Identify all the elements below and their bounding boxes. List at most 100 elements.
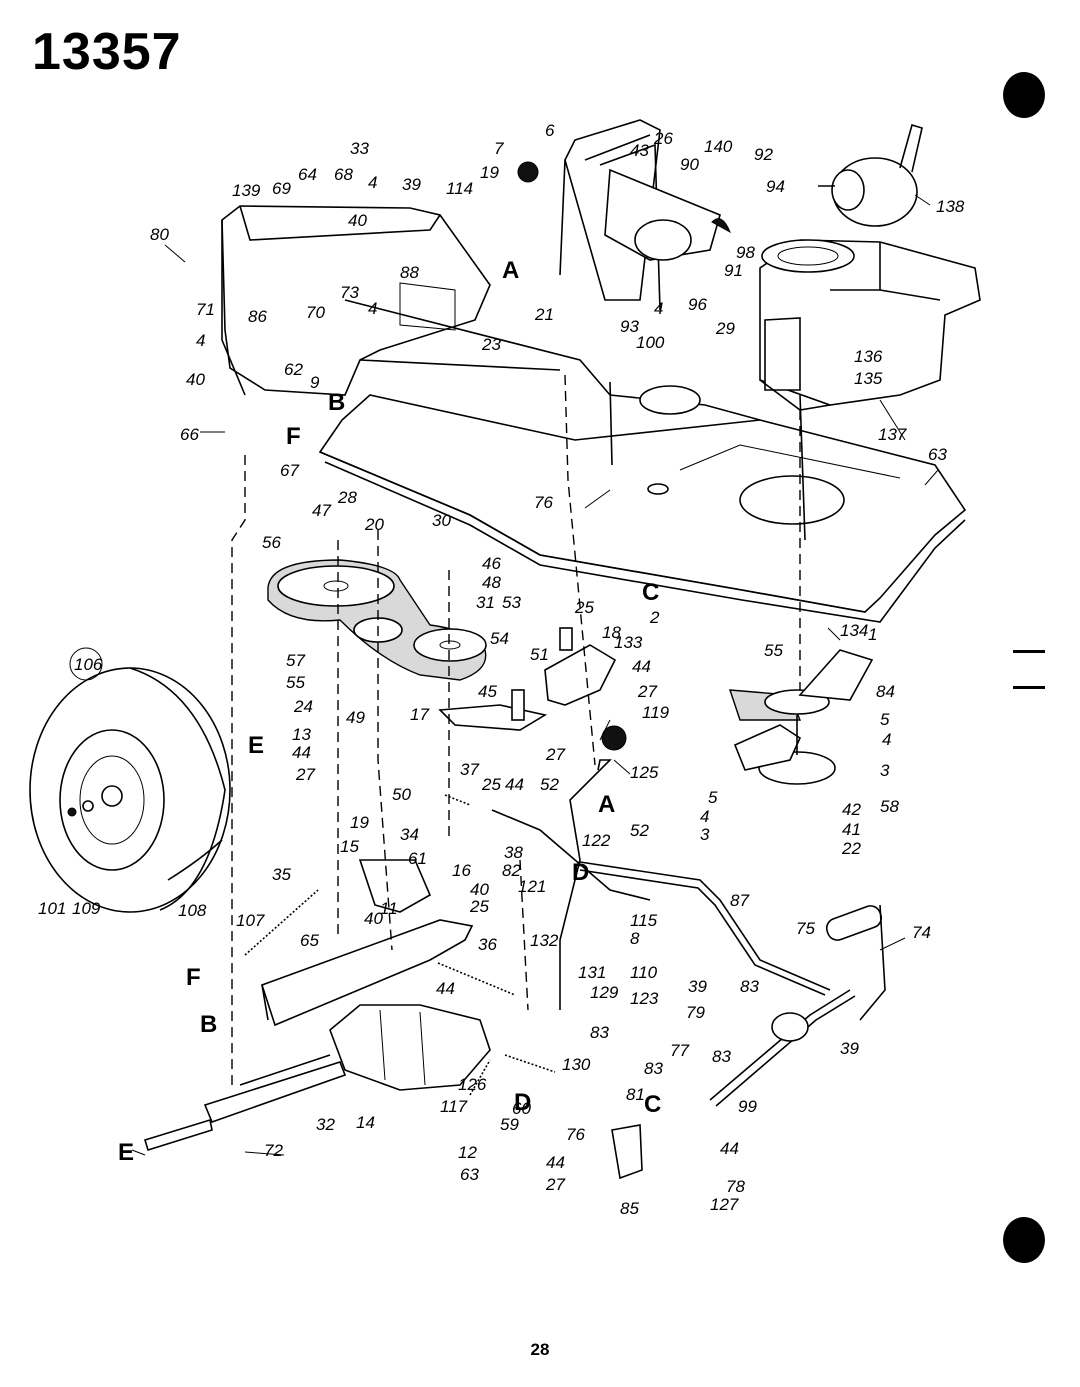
callout-110: 109: [72, 899, 101, 918]
callout-87: 86: [248, 307, 267, 326]
callout-53: 52: [630, 821, 649, 840]
callout-121: 119: [642, 703, 670, 722]
callout-73: 72: [264, 1141, 283, 1160]
idler-bracket: [438, 627, 617, 731]
callout-84: 83: [644, 1059, 663, 1078]
callout-4: 4: [368, 299, 377, 318]
callout-27: 26: [653, 129, 673, 148]
callout-25: 25: [469, 897, 489, 916]
callout-109: 108: [178, 901, 207, 920]
ref-letter-f: F: [286, 423, 301, 450]
callout-98: 96: [688, 295, 707, 314]
ref-letter-a: A: [502, 257, 519, 284]
callout-11: 11: [380, 899, 398, 918]
callout-55: 54: [490, 629, 509, 648]
callout-21: 21: [534, 305, 554, 324]
callout-88: 87: [730, 891, 749, 910]
callout-34: 33: [350, 139, 369, 158]
callout-86: 85: [620, 1199, 639, 1218]
callout-42: 41: [842, 820, 861, 839]
callout-40: 40: [364, 909, 383, 928]
callout-52: 51: [530, 645, 549, 664]
callout-129: 127: [710, 1195, 739, 1214]
callout-28: 27: [545, 745, 565, 764]
callout-51: 50: [392, 785, 411, 804]
clutch-pulley-assembly: [729, 649, 874, 785]
callout-43: 42: [842, 800, 861, 819]
callout-122: 121: [518, 877, 546, 896]
shift-knob: [601, 725, 627, 751]
callout-140: 139: [232, 181, 261, 200]
callout-100: 99: [738, 1097, 757, 1116]
callout-22: 22: [841, 839, 861, 858]
steering-console: [559, 119, 661, 311]
callout-134: 133: [614, 633, 643, 652]
callout-99: 98: [736, 243, 755, 262]
ref-letter-c: C: [644, 1091, 661, 1118]
ref-letter-a: A: [598, 791, 615, 818]
callout-72: 71: [196, 300, 215, 319]
callout-33: 32: [316, 1115, 335, 1134]
callout-44: 44: [292, 743, 311, 762]
callout-127: 126: [458, 1075, 487, 1094]
callout-39: 39: [688, 977, 707, 996]
belt-and-pulleys: [267, 559, 487, 681]
callout-44: 44: [436, 979, 455, 998]
ref-letter-d: D: [572, 859, 589, 886]
knob-7: [517, 161, 539, 183]
callout-74: 73: [340, 283, 359, 302]
callout-44: 43: [630, 141, 649, 160]
ref-letter-e: E: [248, 732, 264, 759]
callout-67: 66: [180, 425, 199, 444]
callout-55: 55: [764, 641, 783, 660]
callout-3: 3: [700, 825, 710, 844]
callout-63: 62: [284, 360, 303, 379]
callout-40: 40: [186, 370, 205, 389]
callout-130: 129: [590, 983, 619, 1002]
callout-44: 44: [546, 1153, 565, 1172]
main-frame-plate: [318, 385, 967, 623]
callout-37: 36: [478, 935, 497, 954]
callout-131: 130: [562, 1055, 591, 1074]
callout-19: 19: [480, 163, 499, 182]
callout-17: 17: [410, 705, 429, 724]
dash-panel-frame: [221, 205, 611, 396]
callout-4: 4: [368, 173, 377, 192]
callout-83: 83: [712, 1047, 731, 1066]
assembly-lines: [231, 374, 801, 1085]
callout-46: 45: [478, 682, 497, 701]
callout-136: 135: [854, 369, 883, 388]
callout-8: 8: [630, 929, 640, 948]
callout-5: 5: [880, 710, 890, 729]
callout-44: 44: [632, 657, 651, 676]
callout-58: 57: [286, 651, 305, 670]
callout-137: 136: [854, 347, 883, 366]
callout-39: 38: [504, 843, 523, 862]
callout-4: 4: [882, 730, 891, 749]
callout-4: 4: [654, 299, 663, 318]
muffler: [818, 123, 923, 227]
callout-13: 13: [292, 725, 311, 744]
callout-45: 44: [505, 775, 524, 794]
callout-70: 69: [272, 179, 291, 198]
callout-80: 79: [686, 1003, 705, 1022]
callout-31: 30: [432, 511, 451, 530]
callout-27: 27: [295, 765, 315, 784]
callout-56: 55: [286, 673, 305, 692]
callout-96: 94: [766, 177, 785, 196]
callout-69: 68: [334, 165, 353, 184]
callout-91: 90: [680, 155, 699, 174]
callout-119: 117: [440, 1097, 468, 1116]
callout-4: 4: [196, 331, 205, 350]
callout-9: 9: [310, 373, 320, 392]
callout-16: 16: [452, 861, 471, 880]
callout-64: 63: [928, 445, 947, 464]
registration-dot-top: [1003, 72, 1045, 118]
pedal-linkage: [579, 861, 886, 1180]
registration-mark-middle-upper: [1013, 650, 1045, 653]
transaxle: [144, 1004, 491, 1152]
leader-lines: [131, 194, 939, 1156]
callout-114: 110: [630, 963, 658, 982]
callout-26: 25: [574, 598, 594, 617]
